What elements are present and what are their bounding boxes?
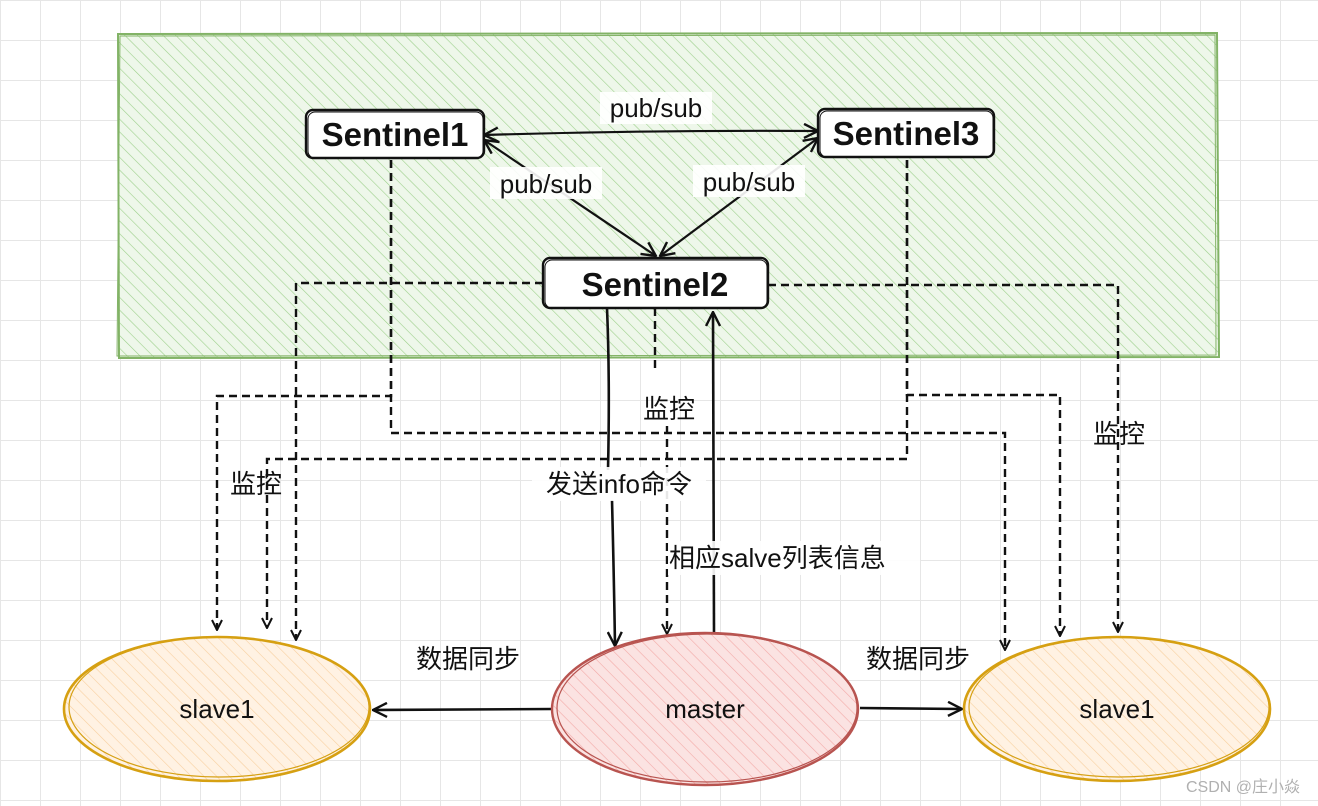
slave-left-node: slave1 bbox=[62, 635, 372, 783]
master-node: master bbox=[550, 631, 860, 787]
label-sync-right: 数据同步 bbox=[866, 644, 970, 674]
sentinel2-label: Sentinel2 bbox=[582, 266, 729, 303]
master-label: master bbox=[665, 694, 745, 724]
label-monitor-center: 监控 bbox=[643, 394, 695, 424]
monitor-links bbox=[217, 160, 1118, 650]
slave-left-label: slave1 bbox=[179, 694, 254, 724]
sentinel-group bbox=[116, 31, 1221, 360]
sentinel2-node: Sentinel2 bbox=[541, 256, 770, 310]
label-sync-left: 数据同步 bbox=[416, 644, 520, 674]
edge-sentinel2-master-info bbox=[607, 307, 615, 646]
label-monitor-right: 监控 bbox=[1093, 419, 1145, 449]
info-links bbox=[607, 307, 714, 646]
slave-right-label: slave1 bbox=[1079, 694, 1154, 724]
sentinel3-node: Sentinel3 bbox=[816, 107, 996, 159]
edge-sentinel2-master bbox=[653, 308, 667, 634]
slave-right-node: slave1 bbox=[962, 635, 1272, 783]
edge-master-slave-left bbox=[373, 709, 554, 710]
label-monitor-left: 监控 bbox=[230, 469, 282, 499]
label-send-info: 发送info命令 bbox=[546, 469, 692, 499]
label-pubsub-top: pub/sub bbox=[610, 93, 703, 123]
sentinel3-label: Sentinel3 bbox=[833, 115, 980, 152]
edge-master-slave-right bbox=[859, 708, 962, 709]
edge-sentinel3-slave-right bbox=[905, 160, 1060, 636]
sentinel1-label: Sentinel1 bbox=[322, 116, 469, 153]
edge-sentinel2-slave-left bbox=[296, 281, 543, 640]
watermark: CSDN @庄小焱 bbox=[1186, 778, 1300, 796]
sentinel1-node: Sentinel1 bbox=[304, 108, 486, 160]
label-pubsub-right: pub/sub bbox=[703, 167, 796, 197]
edge-sentinel1-slave-right bbox=[389, 160, 1005, 650]
label-reply-slaves: 相应salve列表信息 bbox=[669, 543, 886, 573]
label-pubsub-left: pub/sub bbox=[500, 169, 593, 199]
edge-master-sentinel2-reply bbox=[713, 312, 714, 633]
edge-sentinel1-sentinel3 bbox=[484, 131, 818, 135]
sync-links bbox=[373, 708, 962, 710]
edge-labels: pub/sub pub/sub pub/sub 监控 监控 监控 发送info命… bbox=[230, 92, 1145, 674]
